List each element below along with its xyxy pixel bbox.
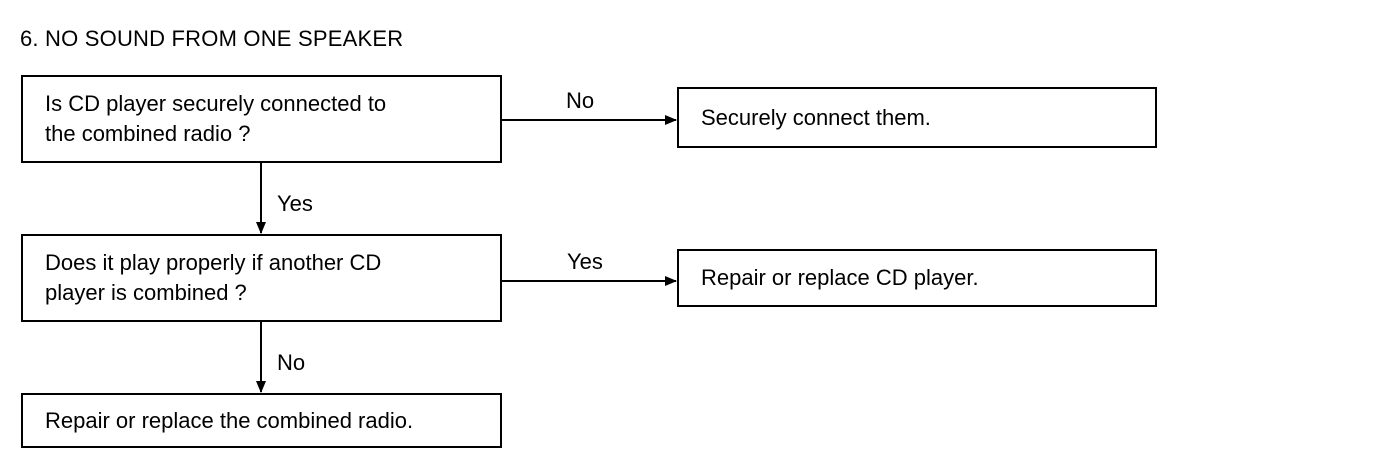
action-securely-connect: Securely connect them. (677, 87, 1157, 148)
action-repair-cd-player: Repair or replace CD player. (677, 249, 1157, 307)
decision-cd-connected: Is CD player securely connected to the c… (21, 75, 502, 163)
decision-cd-connected-text: Is CD player securely connected to the c… (45, 91, 387, 146)
action-repair-combined-radio-text: Repair or replace the combined radio. (45, 407, 414, 433)
decision-another-cd-player-text: Does it play properly if another CD play… (45, 250, 382, 305)
action-repair-combined-radio: Repair or replace the combined radio. (21, 393, 502, 448)
edge-label-q1-yes: Yes (277, 191, 313, 216)
action-repair-cd-player-text: Repair or replace CD player. (701, 265, 979, 290)
action-securely-connect-text: Securely connect them. (701, 104, 931, 130)
decision-another-cd-player: Does it play properly if another CD play… (21, 234, 502, 322)
edge-label-q1-no: No (566, 88, 595, 113)
page-title: 6. NO SOUND FROM ONE SPEAKER (20, 26, 404, 51)
edge-label-q2-yes: Yes (567, 249, 603, 274)
edge-label-q2-no: No (277, 350, 306, 375)
